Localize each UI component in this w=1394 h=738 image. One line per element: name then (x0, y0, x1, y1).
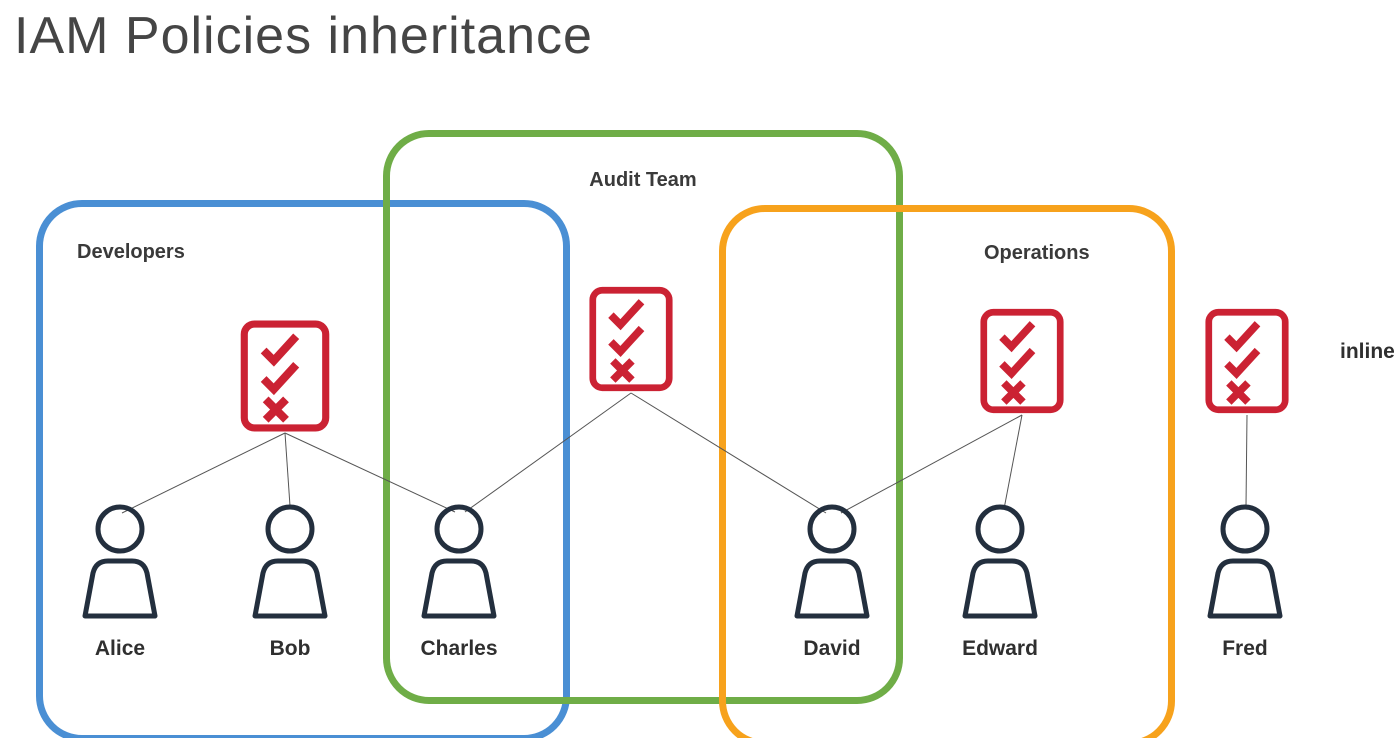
user-icon (784, 503, 880, 621)
user-icon (72, 503, 168, 621)
user-name: Edward (962, 637, 1038, 660)
policy-icon-inline (1204, 307, 1290, 415)
user-edward: Edward (940, 503, 1060, 661)
user-charles: Charles (399, 503, 519, 661)
policy-icon-developers (239, 319, 331, 433)
policy-icon-operations (979, 307, 1065, 415)
user-name: Charles (420, 637, 498, 660)
group-operations-label: Operations (984, 242, 1090, 264)
user-name: Alice (94, 637, 146, 660)
group-developers-label: Developers (77, 241, 185, 263)
group-audit-team-label: Audit Team (589, 169, 697, 191)
user-david: David (772, 503, 892, 661)
user-name: David (803, 637, 861, 660)
user-name: Bob (269, 637, 311, 660)
policy-icon-audit-team (588, 285, 674, 393)
user-icon (242, 503, 338, 621)
user-bob: Bob (230, 503, 350, 661)
user-alice: Alice (60, 503, 180, 661)
user-name: Fred (1222, 637, 1268, 660)
user-fred: Fred (1185, 503, 1305, 661)
user-icon (1197, 503, 1293, 621)
connector-line (1245, 414, 1248, 507)
inline-policy-label: inline (1340, 340, 1394, 363)
diagram-title: IAM Policies inheritance (14, 7, 593, 65)
user-icon (411, 503, 507, 621)
user-icon (952, 503, 1048, 621)
